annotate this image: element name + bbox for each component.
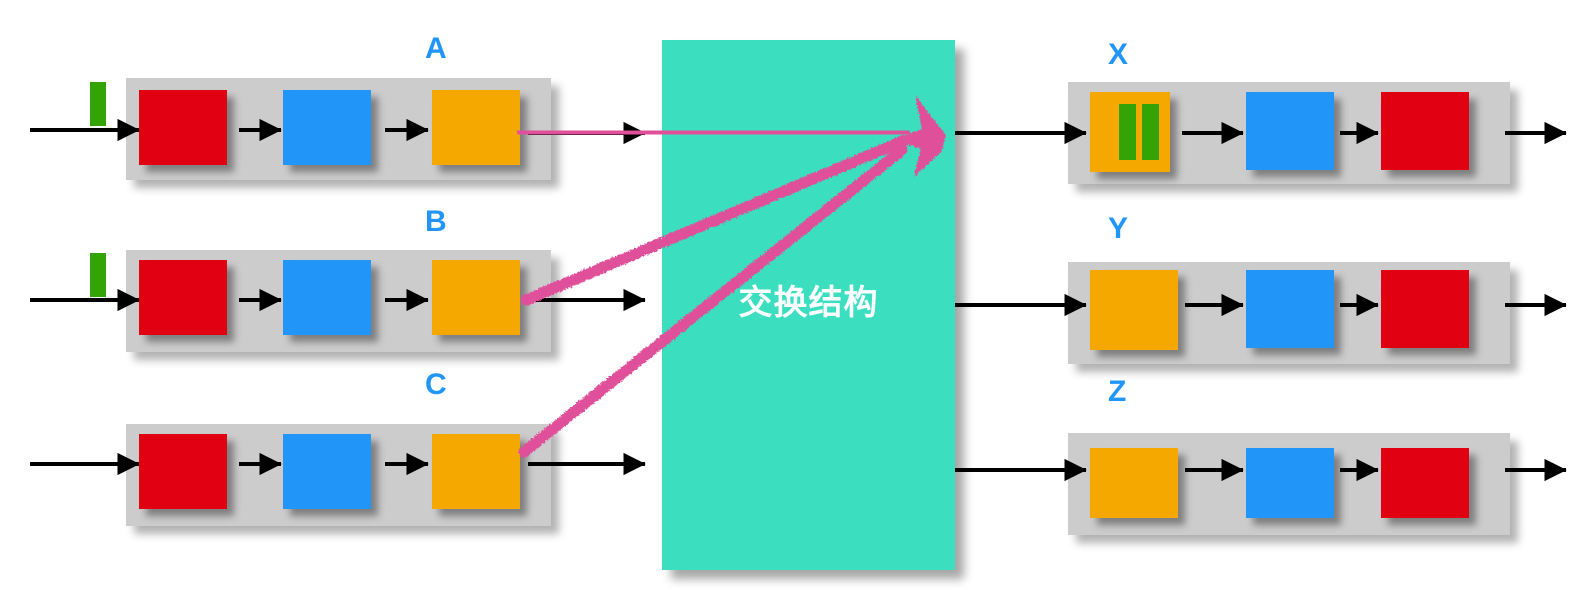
black-arrow-group xyxy=(30,118,1567,482)
queue-box-a-1-red xyxy=(139,90,227,165)
pink-arrow-group xyxy=(516,95,946,458)
queue-box-c-3-orange xyxy=(432,434,520,509)
contention-arrowhead xyxy=(892,95,946,177)
queue-box-x-1-orange xyxy=(1090,92,1170,172)
queue-box-a-3-orange xyxy=(432,90,520,165)
queue-box-b-2-blue xyxy=(283,260,371,335)
queue-box-y-2-blue xyxy=(1246,270,1334,348)
input-port-label-a: A xyxy=(425,32,447,65)
queue-box-b-1-red xyxy=(139,260,227,335)
queue-box-y-3-red xyxy=(1381,270,1469,348)
contention-path-b xyxy=(520,135,909,306)
output-port-label-y: Y xyxy=(1108,212,1129,245)
input-port-label-c: C xyxy=(425,368,447,401)
contention-path-c xyxy=(518,144,908,458)
queue-box-x-2-blue xyxy=(1246,92,1334,170)
queue-box-c-1-red xyxy=(139,434,227,509)
queue-box-b-3-orange xyxy=(432,260,520,335)
queue-box-y-1-orange xyxy=(1090,270,1178,350)
packet-marker-b xyxy=(90,253,106,297)
queue-box-c-2-blue xyxy=(283,434,371,509)
packet-marker-a xyxy=(90,82,106,126)
queue-box-a-2-blue xyxy=(283,90,371,165)
packet-marker-x-1 xyxy=(1119,104,1136,160)
input-port-label-b: B xyxy=(425,205,447,238)
queue-box-x-3-red xyxy=(1381,92,1469,170)
output-port-label-x: X xyxy=(1108,38,1129,71)
queue-box-z-1-orange xyxy=(1090,448,1178,518)
packet-marker-x-2 xyxy=(1142,104,1159,160)
output-port-label-z: Z xyxy=(1108,375,1127,408)
queue-box-z-2-blue xyxy=(1246,448,1334,518)
queue-box-z-3-red xyxy=(1381,448,1469,518)
contention-path-a xyxy=(516,125,911,140)
